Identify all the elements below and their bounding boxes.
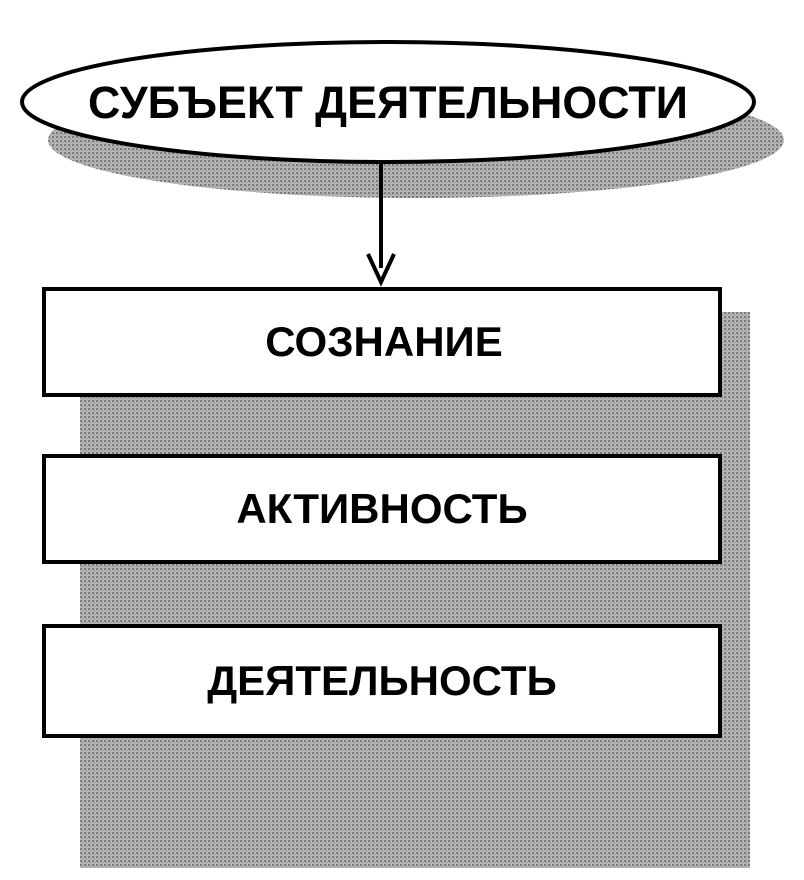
level-label-activity: АКТИВНОСТЬ [236, 485, 527, 532]
level-box-activity-deyatelnost [42, 624, 722, 738]
arrow-head-icon [366, 253, 396, 287]
level-label-deyatelnost: ДЕЯТЕЛЬНОСТЬ [207, 657, 557, 704]
subject-label: СУБЪЕКТ ДЕЯТЕЛЬНОСТИ [88, 77, 688, 128]
level-label-consciousness: СОЗНАНИЕ [265, 318, 502, 365]
stack-shadow-panel [80, 312, 750, 868]
subject-ellipse [20, 40, 756, 164]
level-box-consciousness [42, 287, 722, 397]
level-box-activity [42, 454, 722, 564]
